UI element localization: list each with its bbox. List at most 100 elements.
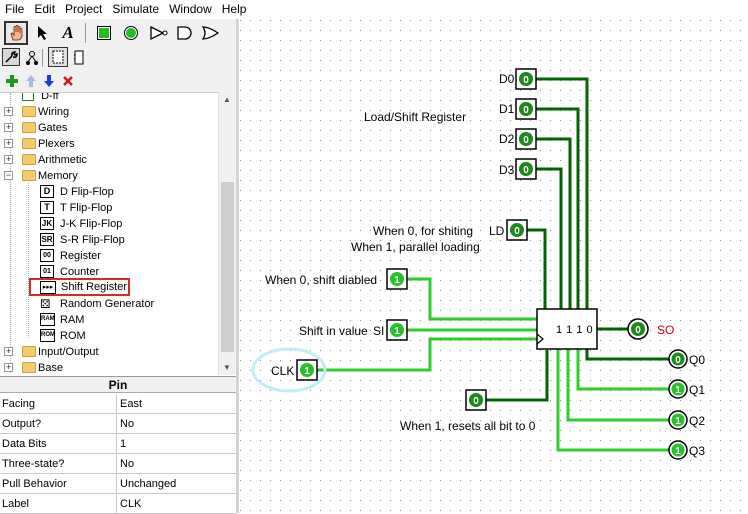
scroll-down-icon[interactable]: ▼ xyxy=(223,363,231,372)
scroll-up-icon[interactable]: ▲ xyxy=(223,95,231,104)
input-pin-d1[interactable]: D1 0 xyxy=(499,98,537,120)
input-pin-reset[interactable]: 0 xyxy=(465,389,487,411)
jk-flip-flop-icon: JK xyxy=(40,217,54,230)
folder-icon xyxy=(22,154,36,165)
input-pin-clk[interactable]: CLK 1 xyxy=(271,359,318,381)
reset-note: When 1, resets all bit to 0 xyxy=(400,419,536,433)
folder-icon xyxy=(22,362,36,373)
input-pin-si[interactable]: SI 1 xyxy=(373,319,408,341)
pin-value: 0 xyxy=(635,325,641,336)
pin-value: 1 xyxy=(304,366,310,377)
wire-d3 xyxy=(536,167,563,309)
expand-icon[interactable]: + xyxy=(4,138,13,148)
toolbar-separator xyxy=(85,23,86,43)
output-pin-so[interactable]: 0 SO xyxy=(627,318,674,340)
pin-value: 0 xyxy=(523,75,529,86)
move-down-icon[interactable] xyxy=(38,70,60,92)
pin-label: CLK xyxy=(271,364,294,378)
input-pin-d3[interactable]: D3 0 xyxy=(499,158,537,180)
add-circuit-icon[interactable] xyxy=(1,70,23,92)
output-pin-q1[interactable]: 1 Q1 xyxy=(668,379,705,399)
shift-enable-note: When 0, shift diabled xyxy=(265,273,377,287)
selection-highlight xyxy=(251,347,327,393)
select-arrow-icon[interactable] xyxy=(32,22,54,44)
output-pin-icon[interactable] xyxy=(120,22,142,44)
tree-scrollbar[interactable]: ▲ ▼ xyxy=(218,92,236,375)
delete-icon[interactable] xyxy=(57,70,79,92)
wrench-icon[interactable] xyxy=(2,48,20,66)
pin-label: D2 xyxy=(499,132,515,146)
output-pin-q0[interactable]: 0 Q0 xyxy=(668,349,705,369)
output-pin-q3[interactable]: 1 Q3 xyxy=(668,440,705,460)
pin-label: Q3 xyxy=(689,444,705,458)
wire-d1 xyxy=(536,107,580,309)
menu-help[interactable]: Help xyxy=(221,2,247,16)
appearance-view-icon[interactable] xyxy=(68,47,90,69)
register-icon: 00 xyxy=(40,249,54,262)
expand-icon[interactable]: + xyxy=(4,362,13,372)
input-pin-d2[interactable]: D2 0 xyxy=(499,128,537,150)
wire-clk xyxy=(317,337,537,372)
folder-icon xyxy=(22,138,36,149)
output-pin-q2[interactable]: 1 Q2 xyxy=(668,410,705,430)
tree-item-d-ff[interactable]: D-ff xyxy=(22,93,59,104)
text-tool-icon[interactable]: A xyxy=(62,23,74,42)
panel-divider[interactable] xyxy=(236,19,239,513)
attr-row-output[interactable]: Output?No xyxy=(0,414,236,434)
input-pin-d0[interactable]: D0 0 xyxy=(499,68,537,90)
input-pin-shift-enable[interactable]: 1 xyxy=(386,268,408,290)
t-flip-flop-icon: T xyxy=(40,201,54,214)
shift-register-component[interactable]: 1 1 1 0 xyxy=(536,308,598,350)
menu-file[interactable]: File xyxy=(5,2,25,16)
toolbar-separator xyxy=(42,49,43,67)
tree-item-shift-register[interactable]: ▸▸▸ Shift Register xyxy=(29,278,130,296)
wire-ld xyxy=(527,228,547,309)
pin-value: 1 xyxy=(675,385,681,396)
hand-poke-icon[interactable] xyxy=(4,21,28,45)
pin-label: D1 xyxy=(499,102,515,116)
pin-value: 0 xyxy=(523,135,529,146)
pin-value: 0 xyxy=(514,226,520,237)
input-pin-icon[interactable] xyxy=(93,22,115,44)
circuit-canvas[interactable]: Load/Shift Register D0 0 D1 0 D2 0 D3 0 … xyxy=(239,19,748,513)
active-wires xyxy=(317,277,670,452)
wire-q2 xyxy=(566,349,670,422)
menu-simulate[interactable]: Simulate xyxy=(112,2,160,16)
expand-icon[interactable]: + xyxy=(4,346,13,356)
wire-reset xyxy=(486,350,549,402)
expand-icon[interactable]: + xyxy=(4,154,13,164)
ram-icon: RAM xyxy=(40,313,55,326)
pin-value: 1 xyxy=(394,275,400,286)
menu-project[interactable]: Project xyxy=(65,2,103,16)
menu-edit[interactable]: Edit xyxy=(34,2,56,16)
tree-guide-line xyxy=(10,93,11,373)
and-gate-icon[interactable] xyxy=(174,22,196,44)
move-up-icon[interactable] xyxy=(20,70,42,92)
data-wires xyxy=(486,77,670,402)
clock-triangle xyxy=(536,333,544,345)
menu-window[interactable]: Window xyxy=(169,2,212,16)
collapse-icon[interactable]: − xyxy=(4,170,13,180)
tree-view-icon[interactable] xyxy=(22,47,44,69)
folder-open-icon xyxy=(22,170,36,181)
or-gate-icon[interactable] xyxy=(200,22,222,44)
input-pin-ld[interactable]: LD 0 xyxy=(489,219,528,241)
pin-value: 0 xyxy=(523,165,529,176)
not-gate-icon[interactable] xyxy=(148,22,170,44)
wire-d2 xyxy=(536,137,572,309)
pin-value: 1 xyxy=(394,326,400,337)
wire-q0 xyxy=(585,349,670,361)
scroll-thumb[interactable] xyxy=(221,182,234,352)
layout-view-icon[interactable] xyxy=(48,47,68,67)
sr-flip-flop-icon: SR xyxy=(40,233,54,246)
expand-icon[interactable]: + xyxy=(4,122,13,132)
pin-label: Q0 xyxy=(689,353,705,367)
attr-row-three-state[interactable]: Three-state?No xyxy=(0,454,236,474)
pin-label: Q2 xyxy=(689,414,705,428)
component-tree: D-ff + Wiring + Gates + Plexers + Arithm… xyxy=(0,92,236,375)
expand-icon[interactable]: + xyxy=(4,106,13,116)
